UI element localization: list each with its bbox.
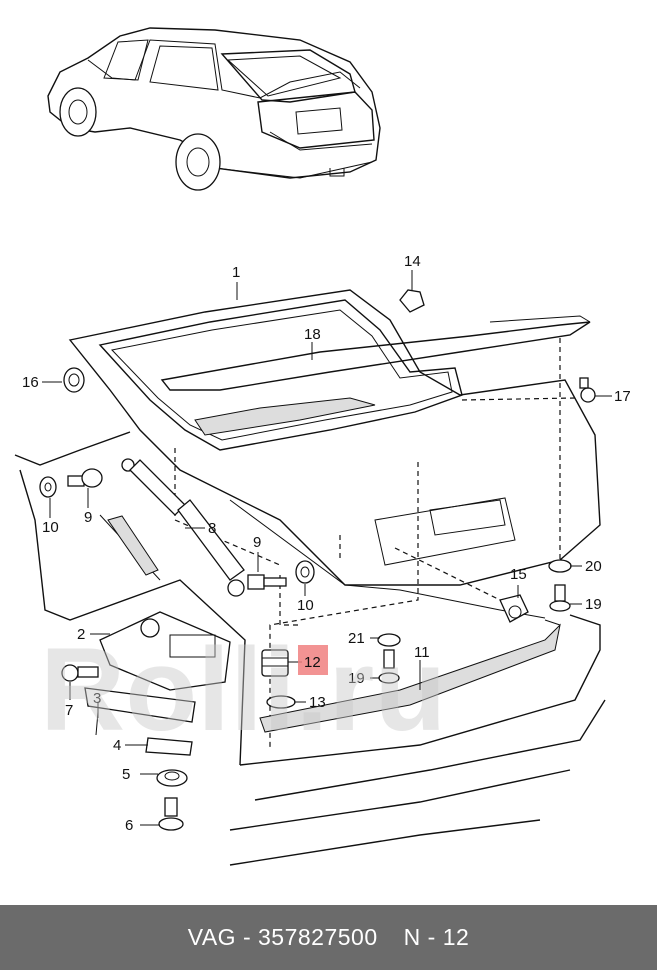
part-code-label: VAG - 357827500 bbox=[187, 924, 378, 950]
callout-9-left: 9 bbox=[84, 509, 92, 526]
callout-15: 15 bbox=[510, 566, 527, 583]
part-2-hinge bbox=[99, 611, 231, 691]
callout-9-right: 9 bbox=[253, 534, 261, 551]
callout-16: 16 bbox=[22, 374, 39, 391]
callout-4: 4 bbox=[113, 737, 121, 754]
callout-18: 18 bbox=[304, 326, 321, 343]
callout-10-left: 10 bbox=[42, 519, 59, 536]
callout-20: 20 bbox=[585, 558, 602, 575]
part-3-plate bbox=[84, 687, 196, 736]
part-20-washer bbox=[548, 559, 572, 573]
callout-1: 1 bbox=[232, 264, 240, 281]
part-10-washer-right bbox=[295, 560, 315, 584]
callout-8: 8 bbox=[208, 520, 216, 537]
part-4-nut-plate bbox=[145, 737, 193, 756]
callout-13: 13 bbox=[309, 694, 326, 711]
callout-labels: 1 2 3 4 5 6 7 8 9 9 10 10 11 12 13 14 15… bbox=[22, 253, 631, 834]
parts-diagram: 1 2 3 4 5 6 7 8 9 9 10 10 11 12 13 14 15… bbox=[14, 27, 631, 866]
part-15-clip bbox=[499, 594, 529, 623]
part-8-gas-strut bbox=[121, 458, 245, 597]
part-10-washer-left bbox=[39, 476, 57, 498]
footer-bar: VAG - 357827500 N - 12 bbox=[0, 905, 657, 970]
callout-12-highlight bbox=[298, 645, 328, 675]
callout-3: 3 bbox=[93, 690, 101, 707]
car-overview-illustration bbox=[47, 27, 381, 191]
part-21-washer bbox=[377, 633, 401, 647]
part-14-cap bbox=[399, 289, 425, 313]
part-9-bolt-left bbox=[67, 468, 103, 488]
callout-12: 12 bbox=[304, 654, 321, 671]
part-17-clip bbox=[579, 377, 596, 403]
part-16-grommet bbox=[63, 367, 85, 393]
callout-7: 7 bbox=[65, 702, 73, 719]
callout-2: 2 bbox=[77, 626, 85, 643]
part-5-grommet bbox=[156, 769, 188, 787]
callout-10-right: 10 bbox=[297, 597, 314, 614]
page-label: N - 12 bbox=[403, 924, 470, 950]
body-and-bumper-illustration bbox=[14, 431, 606, 866]
part-6-bolt bbox=[158, 797, 184, 831]
callout-6: 6 bbox=[125, 817, 133, 834]
callout-14: 14 bbox=[404, 253, 421, 270]
callout-21: 21 bbox=[348, 630, 365, 647]
part-19-bolt-left bbox=[378, 649, 400, 684]
part-12-buffer bbox=[261, 649, 289, 677]
part-7-bolt bbox=[61, 664, 99, 682]
callout-17: 17 bbox=[614, 388, 631, 405]
part-19-bolt-right bbox=[549, 584, 571, 612]
callout-5: 5 bbox=[122, 766, 130, 783]
callout-11: 11 bbox=[414, 644, 430, 661]
part-13-seal bbox=[266, 695, 296, 709]
callout-19-left: 19 bbox=[348, 670, 365, 687]
part-9-bolt-right bbox=[247, 574, 287, 590]
callout-19-right: 19 bbox=[585, 596, 602, 613]
